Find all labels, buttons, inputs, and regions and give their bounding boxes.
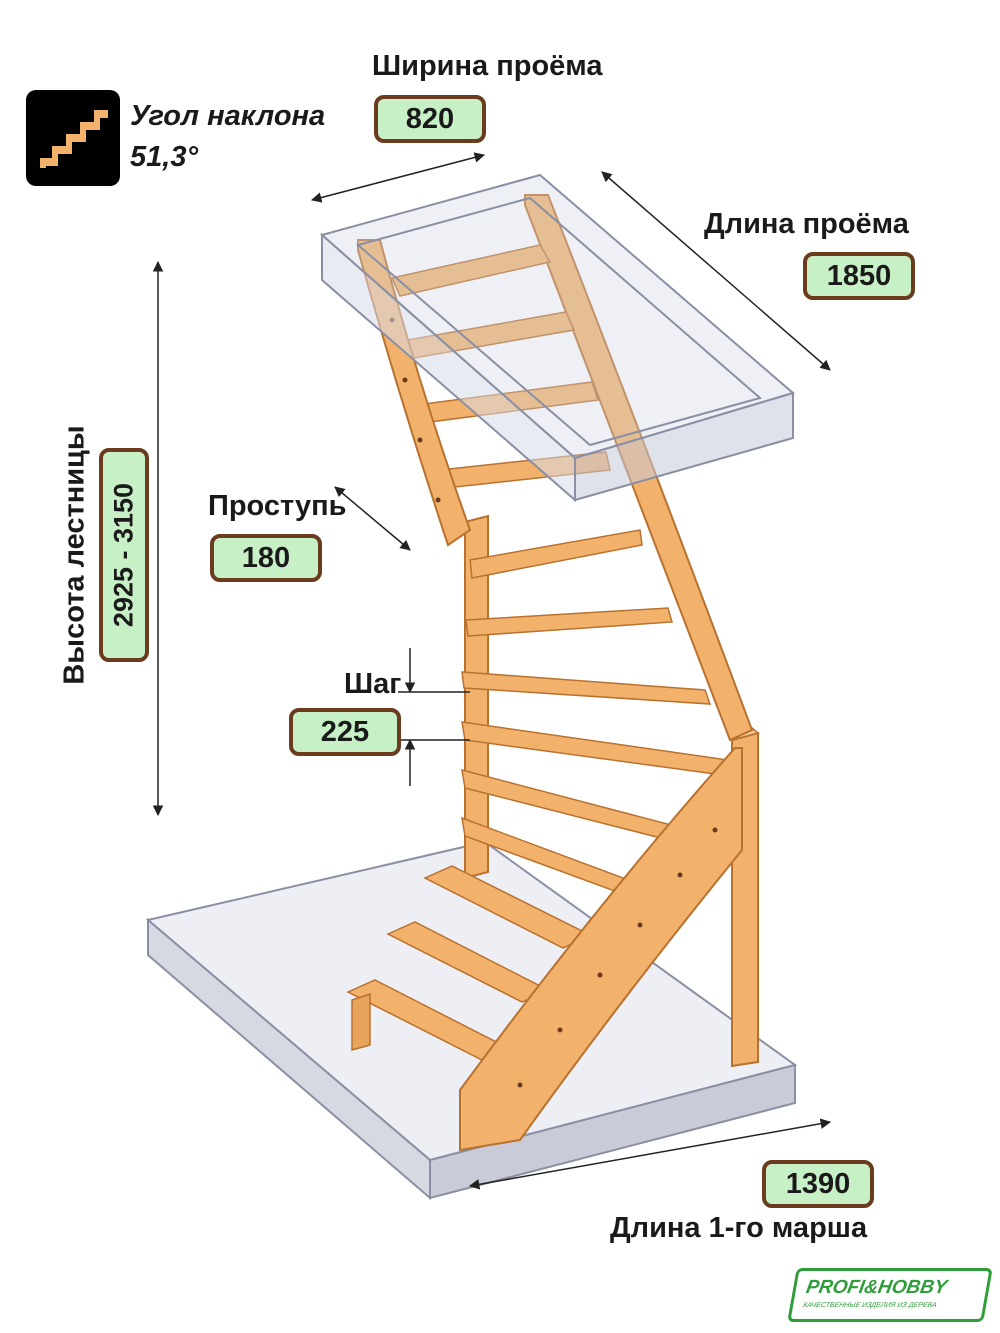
tread-label: Проступь (208, 490, 347, 522)
opening-length-label: Длина проёма (704, 208, 909, 240)
stairs-icon (26, 90, 120, 186)
opening-length-badge: 1850 (803, 252, 915, 300)
lower-flight (346, 514, 760, 1152)
step-label: Шаг (344, 668, 402, 700)
profi-hobby-logo: PROFI&HOBBY КАЧЕСТВЕННЫЕ ИЗДЕЛИЯ ИЗ ДЕРЕ… (787, 1268, 993, 1322)
first-flight-badge: 1390 (762, 1160, 874, 1208)
first-flight-label: Длина 1-го марша (610, 1212, 868, 1244)
angle-value: 51,3° (130, 141, 199, 173)
opening-width-label: Ширина проёма (372, 50, 603, 82)
angle-label: Угол наклона (130, 100, 326, 132)
dimension-lines (152, 152, 832, 1190)
logo-slogan: КАЧЕСТВЕННЫЕ ИЗДЕЛИЯ ИЗ ДЕРЕВА (802, 1302, 938, 1309)
logo-name: PROFI&HOBBY (804, 1277, 949, 1298)
opening-width-badge: 820 (374, 95, 486, 143)
opening-frame (319, 173, 796, 503)
stair-height-badge: 2925 - 3150 (99, 448, 149, 662)
tread-badge: 180 (210, 534, 322, 582)
step-badge: 225 (289, 708, 401, 756)
